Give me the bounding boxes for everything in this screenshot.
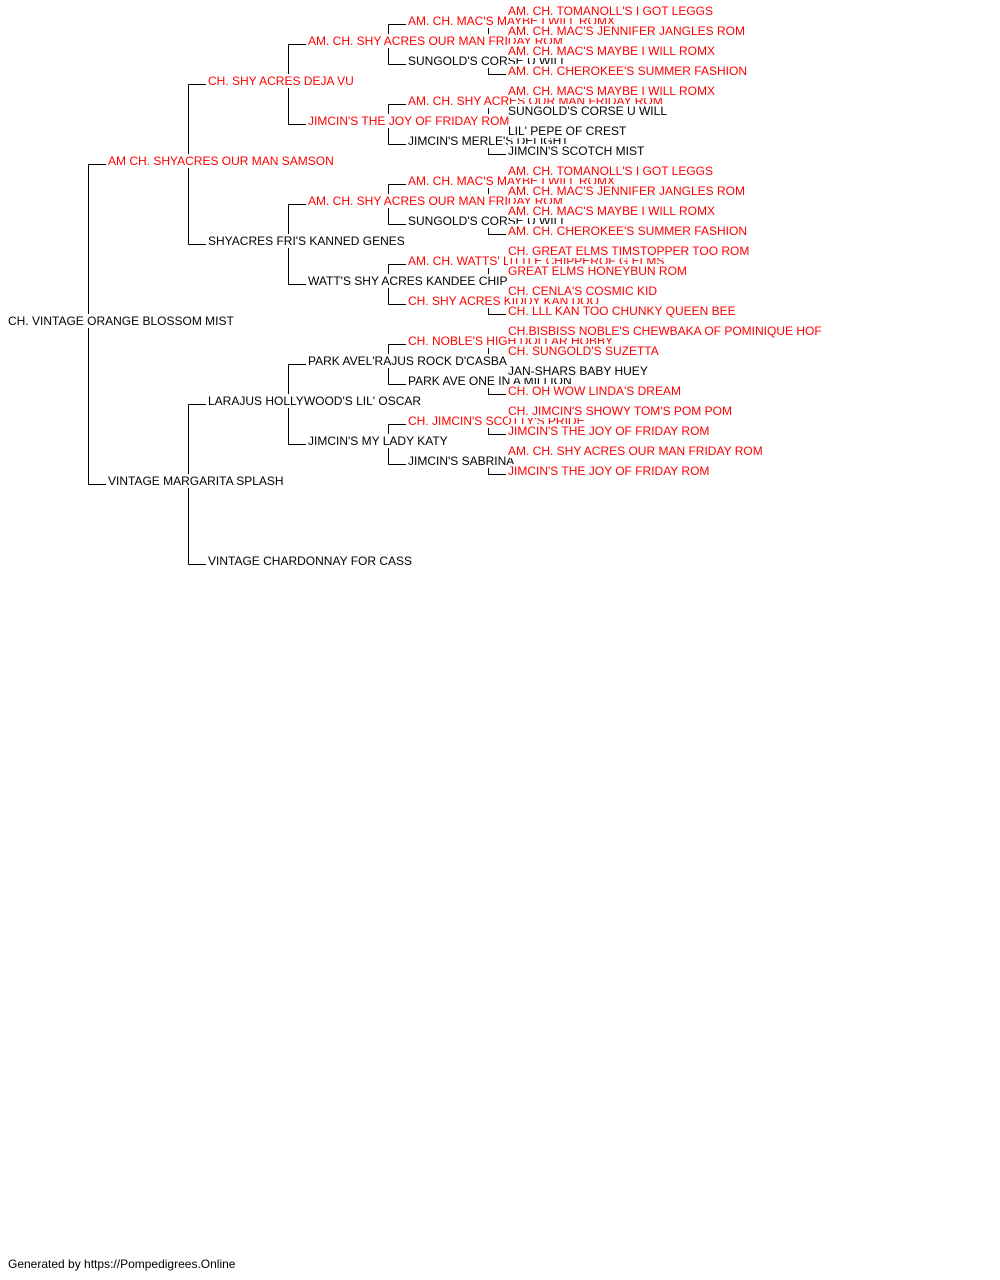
- pedigree-entry-gen5: AM. CH. CHEROKEE'S SUMMER FASHION: [508, 224, 748, 238]
- pedigree-entry-gen5: AM. CH. MAC'S JENNIFER JANGLES ROM: [508, 24, 746, 38]
- pedigree-entry-gen5: CH. OH WOW LINDA'S DREAM: [508, 384, 682, 398]
- pedigree-entry-gen5: LIL' PEPE OF CREST: [508, 124, 628, 138]
- pedigree-entry-gen2: VINTAGE CHARDONNAY FOR CASS: [208, 554, 414, 568]
- pedigree-entry-gen4: JIMCIN'S SABRINA: [408, 454, 516, 468]
- pedigree-entry-gen5: CH. SUNGOLD'S SUZETTA: [508, 344, 660, 358]
- pedigree-entry-gen5: AM. CH. TOMANOLL'S I GOT LEGGS: [508, 4, 715, 18]
- pedigree-entry-gen5: SUNGOLD'S CORSE U WILL: [508, 104, 668, 118]
- pedigree-entry-gen5: JIMCIN'S THE JOY OF FRIDAY ROM: [508, 464, 711, 478]
- pedigree-entry-gen5: JIMCIN'S SCOTCH MIST: [508, 144, 646, 158]
- pedigree-entry-gen5: CH. GREAT ELMS TIMSTOPPER TOO ROM: [508, 244, 751, 258]
- pedigree-entry-gen5: CH. JIMCIN'S SHOWY TOM'S POM POM: [508, 404, 733, 418]
- pedigree-entry-gen5: AM. CH. TOMANOLL'S I GOT LEGGS: [508, 164, 715, 178]
- pedigree-entry-gen5: AM. CH. CHEROKEE'S SUMMER FASHION: [508, 64, 748, 78]
- pedigree-entry-gen3: WATT'S SHY ACRES KANDEE CHIP: [308, 274, 509, 288]
- pedigree-entry-gen5: JAN-SHARS BABY HUEY: [508, 364, 649, 378]
- pedigree-entry-gen5: CH. LLL KAN TOO CHUNKY QUEEN BEE: [508, 304, 737, 318]
- pedigree-entry-gen3: JIMCIN'S MY LADY KATY: [308, 434, 449, 448]
- pedigree-entry-gen2: CH. SHY ACRES DEJA VU: [208, 74, 355, 88]
- pedigree-entry-gen5: GREAT ELMS HONEYBUN ROM: [508, 264, 688, 278]
- footer-credit: Generated by https://Pompedigrees.Online: [8, 1257, 236, 1271]
- pedigree-entry-gen5: AM. CH. MAC'S MAYBE I WILL ROMX: [508, 84, 716, 98]
- pedigree-entry-gen5: CH. CENLA'S COSMIC KID: [508, 284, 658, 298]
- pedigree-entry-gen1: VINTAGE MARGARITA SPLASH: [108, 474, 285, 488]
- pedigree-entry-gen2: LARAJUS HOLLYWOOD'S LIL' OSCAR: [208, 394, 423, 408]
- pedigree-entry-gen5: AM. CH. MAC'S MAYBE I WILL ROMX: [508, 44, 716, 58]
- pedigree-entry-gen5: AM. CH. SHY ACRES OUR MAN FRIDAY ROM: [508, 444, 764, 458]
- pedigree-entry-gen3: PARK AVEL'RAJUS ROCK D'CASBA: [308, 354, 508, 368]
- pedigree-entry-gen1: AM CH. SHYACRES OUR MAN SAMSON: [108, 154, 335, 168]
- pedigree-entry-gen2: SHYACRES FRI'S KANNED GENES: [208, 234, 406, 248]
- pedigree-entry-gen5: JIMCIN'S THE JOY OF FRIDAY ROM: [508, 424, 711, 438]
- pedigree-entry-gen0: CH. VINTAGE ORANGE BLOSSOM MIST: [8, 314, 235, 328]
- pedigree-entry-gen5: AM. CH. MAC'S MAYBE I WILL ROMX: [508, 204, 716, 218]
- pedigree-entry-gen5: AM. CH. MAC'S JENNIFER JANGLES ROM: [508, 184, 746, 198]
- pedigree-entry-gen3: JIMCIN'S THE JOY OF FRIDAY ROM: [308, 114, 511, 128]
- pedigree-entry-gen3: AM. CH. SHY ACRES OUR MAN FRIDAY ROM: [308, 194, 564, 208]
- pedigree-entry-gen3: AM. CH. SHY ACRES OUR MAN FRIDAY ROM: [308, 34, 564, 48]
- pedigree-entry-gen5: CH.BISBISS NOBLE'S CHEWBAKA OF POMINIQUE…: [508, 324, 823, 338]
